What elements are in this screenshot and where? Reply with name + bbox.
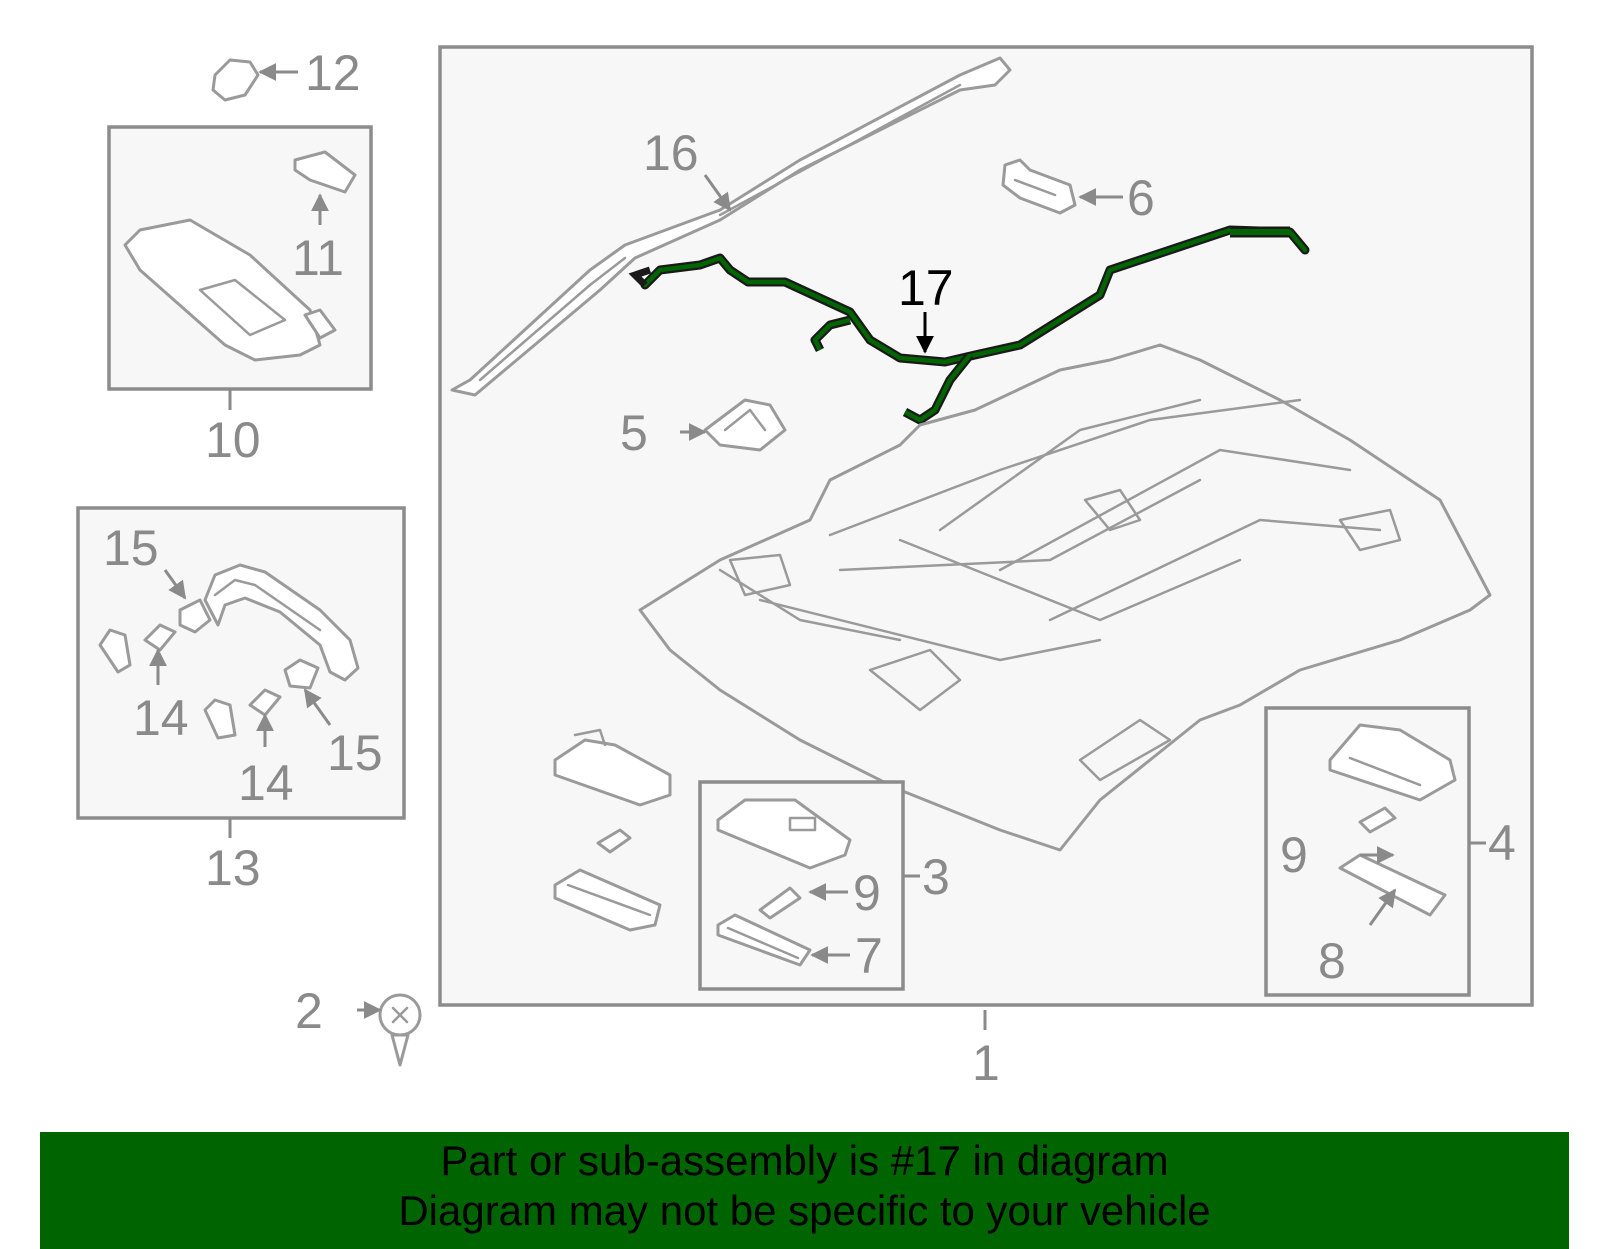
- part-14-clips: [98, 623, 282, 740]
- part-6-lamp: [1001, 158, 1077, 215]
- part-11-clip: [293, 150, 357, 194]
- part-2-screw: [378, 993, 422, 1067]
- callout-9b: 9: [1280, 827, 1308, 883]
- part-15-covers: [178, 598, 320, 690]
- callout-labels: 1 2 3 4 5 6 7 8 9 9 10 11 12 13 14 14 15…: [103, 45, 1516, 1091]
- callout-8: 8: [1318, 933, 1346, 989]
- callout-14a: 14: [133, 690, 189, 746]
- callout-13: 13: [205, 840, 261, 896]
- part-3-dome-lamp: [716, 798, 852, 967]
- callout-4: 4: [1488, 815, 1516, 871]
- map-lamp-assembly: [553, 728, 672, 932]
- callout-12: 12: [305, 45, 361, 101]
- callout-3: 3: [922, 849, 950, 905]
- callout-17: 17: [898, 260, 954, 316]
- part-13-grab-handle: [203, 563, 360, 682]
- callout-15a: 15: [103, 520, 159, 576]
- part-12-clip: [211, 58, 260, 102]
- part-1-headliner: [638, 343, 1492, 852]
- callout-14b: 14: [238, 755, 294, 811]
- callout-7: 7: [855, 928, 883, 984]
- parts-diagram: 1 2 3 4 5 6 7 8 9 9 10 11 12 13 14 14 15…: [76, 45, 1534, 1091]
- callout-5: 5: [620, 405, 648, 461]
- callout-10: 10: [205, 412, 261, 468]
- part-4-lamp: [1328, 723, 1457, 917]
- callout-16: 16: [643, 125, 699, 181]
- callout-6: 6: [1127, 170, 1155, 226]
- part-17-wiring-harness: [628, 225, 1310, 425]
- part-10-sun-visor: [123, 218, 337, 362]
- callout-11: 11: [292, 230, 344, 286]
- callout-2: 2: [295, 983, 323, 1039]
- banner-line-1: Part or sub-assembly is #17 in diagram: [440, 1137, 1169, 1184]
- part-5-bracket: [703, 398, 787, 452]
- leader-lines: [149, 63, 1486, 1030]
- callout-15b: 15: [327, 725, 383, 781]
- callout-9a: 9: [853, 865, 881, 921]
- info-banner: Part or sub-assembly is #17 in diagram D…: [40, 1132, 1569, 1249]
- banner-line-2: Diagram may not be specific to your vehi…: [398, 1187, 1211, 1234]
- part-16-rail: [450, 56, 1012, 397]
- callout-1: 1: [972, 1035, 1000, 1091]
